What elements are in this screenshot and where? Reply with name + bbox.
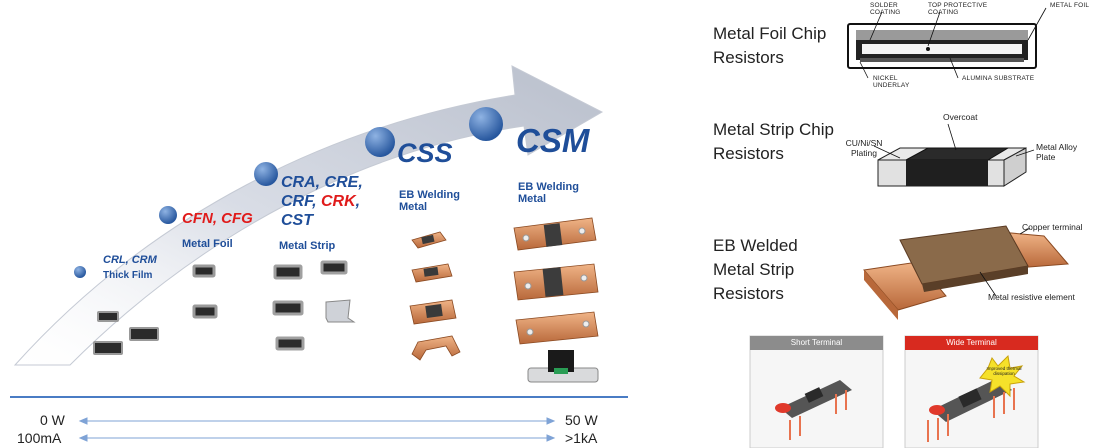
power-max-label: 50 W: [565, 412, 598, 428]
callout-nickel-underlay: NICKEL UNDERLAY: [873, 75, 910, 89]
current-max-label: >1kA: [565, 430, 598, 446]
stage-crl-subtitle: Thick Film: [103, 270, 153, 281]
stage-name-line: CSM: [516, 122, 589, 160]
thermal-burst-label: Improved thermal dissipation: [986, 366, 1022, 376]
short-terminal-label: Short Terminal: [790, 338, 843, 347]
stage-name-text: CSM: [516, 122, 590, 159]
stage-cfn: CFN, CFG: [182, 210, 253, 227]
stage-name-text: ,: [355, 193, 361, 210]
power-min-label: 0 W: [40, 412, 65, 428]
chip-image: [527, 350, 599, 383]
stage-dot: [159, 206, 177, 224]
callout-plating: CU/Ni/SN Plating: [845, 138, 883, 158]
callout-top-protective: TOP PROTECTIVE COATING: [928, 2, 988, 16]
progression-arrow: [13, 65, 604, 366]
stage-css: CSS: [397, 138, 453, 169]
stage-name-line: CSS: [397, 138, 453, 169]
stage-cfn-subtitle: Metal Foil: [182, 238, 233, 250]
callout-alloy-plate: Metal Alloy Plate: [1036, 142, 1078, 162]
callout-metal-foil: METAL FOIL: [1050, 2, 1090, 9]
short-terminal-panel: [749, 335, 884, 448]
metal-foil-title: Metal Foil Chip Resistors: [713, 24, 827, 67]
chip-image: [192, 264, 218, 319]
callout-alumina: ALUMINA SUBSTRATE: [962, 75, 1035, 82]
stage-dot: [365, 127, 395, 157]
metal-strip-diagram: [873, 123, 1035, 187]
callout-overcoat: Overcoat: [943, 112, 978, 122]
chip-image: [93, 311, 159, 355]
stage-name-text: CRF,: [281, 193, 321, 210]
eb-welded-title: EB Welded Metal Strip Resistors: [713, 236, 798, 303]
wide-terminal-panel: [904, 335, 1039, 448]
stage-dot: [74, 266, 86, 278]
stage-name-text: CRA, CRE,: [281, 174, 363, 191]
stage-cra-subtitle: Metal Strip: [279, 240, 336, 252]
callout-solder-coating: SOLDER COATING: [870, 2, 901, 16]
current-min-label: 100mA: [17, 430, 62, 446]
power-scale-arrow: [78, 417, 556, 425]
stage-name-line: CRA, CRE,: [281, 173, 363, 192]
chip-image: [522, 227, 590, 336]
stage-name-text: CFN, CFG: [182, 210, 253, 227]
stage-name-text: CRL, CRM: [103, 254, 157, 266]
stage-name-line: CRF, CRK,: [281, 192, 363, 211]
stage-name-text: CRK: [321, 193, 356, 210]
metal-foil-diagram: [847, 7, 1047, 79]
stage-csm-subtitle: EB Welding Metal: [518, 181, 579, 205]
stage-csm: CSM: [516, 122, 589, 160]
stage-name-line: CST: [281, 211, 363, 230]
stage-dot: [254, 162, 278, 186]
chip-image: [272, 260, 348, 351]
callout-resistive-element: Metal resistive element: [988, 292, 1075, 302]
stage-crl: CRL, CRM: [103, 254, 157, 266]
stage-cra: CRA, CRE,CRF, CRK,CST: [281, 173, 363, 230]
callout-copper-terminal: Copper terminal: [1022, 222, 1083, 232]
stage-dot: [469, 107, 503, 141]
chip-image: [325, 299, 356, 323]
chip-image: [542, 223, 564, 297]
stage-name-text: CST: [281, 212, 313, 229]
stage-name-text: CSS: [397, 138, 453, 168]
stage-name-line: CFN, CFG: [182, 210, 253, 227]
metal-strip-title: Metal Strip Chip Resistors: [713, 120, 834, 163]
eb-welded-diagram: [863, 225, 1070, 320]
stage-name-line: CRL, CRM: [103, 254, 157, 266]
stage-css-subtitle: EB Welding Metal: [399, 189, 460, 213]
current-scale-arrow: [78, 434, 556, 442]
chip-image: [421, 234, 443, 319]
wide-terminal-label: Wide Terminal: [946, 338, 997, 347]
